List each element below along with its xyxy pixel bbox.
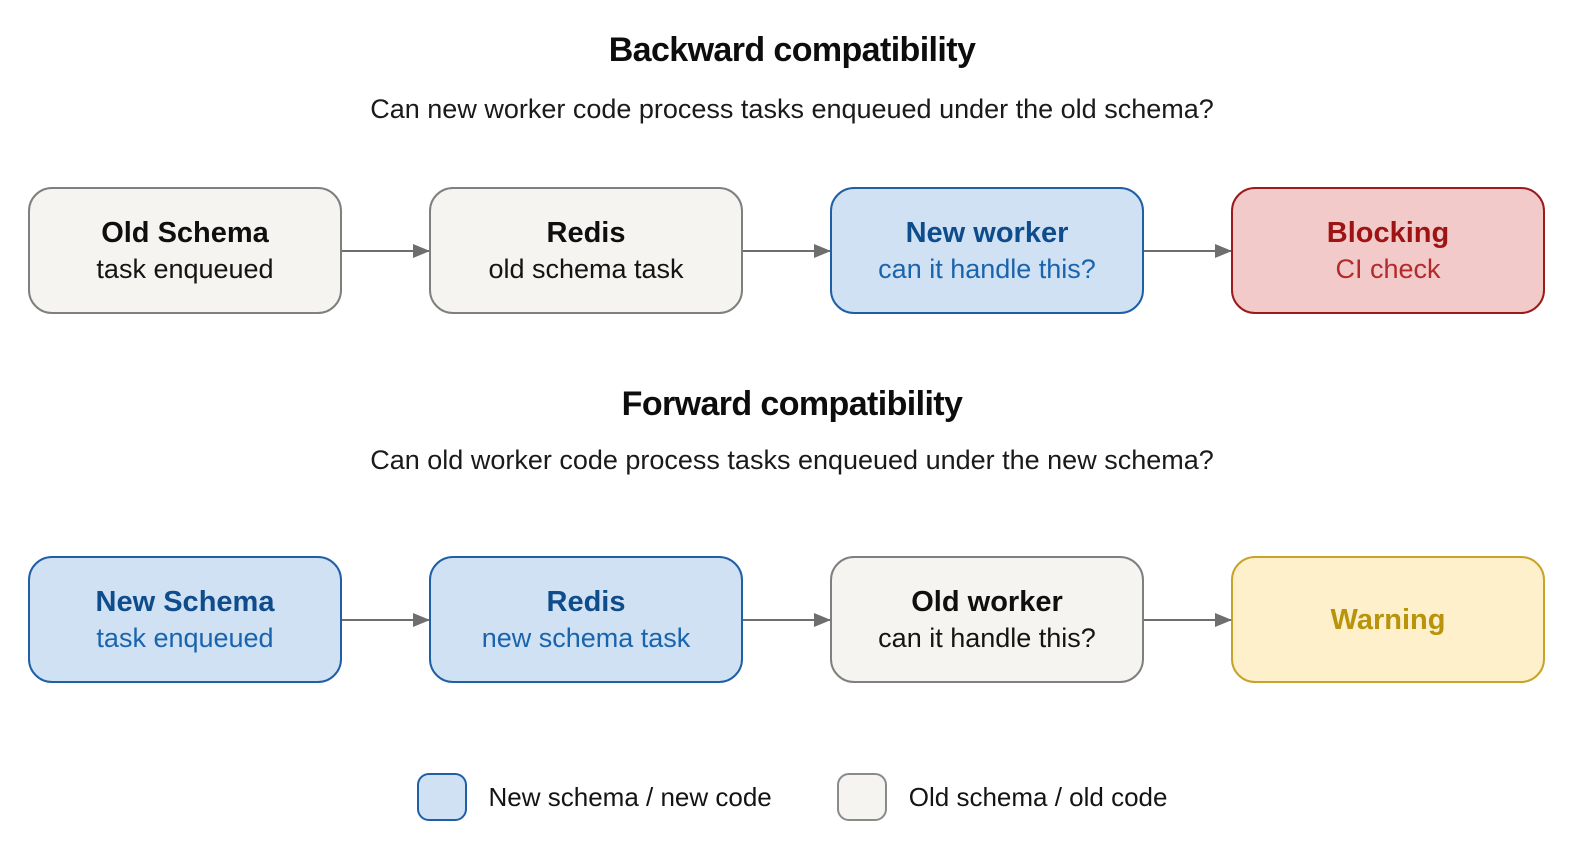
arrow-right-icon (1144, 618, 1231, 621)
node-new-schema: New Schema task enqueued (28, 556, 342, 683)
node-title: New worker (905, 217, 1069, 249)
backward-section-subtitle: Can new worker code process tasks enqueu… (370, 94, 1214, 124)
legend-item-old: Old schema / old code (836, 773, 1168, 821)
node-subtitle: task enqueued (96, 254, 274, 284)
backward-section-title: Backward compatibility (608, 31, 976, 69)
node-old-worker: Old worker can it handle this? (830, 556, 1144, 683)
node-subtitle: CI check (1335, 254, 1441, 284)
node-warning: Warning (1231, 556, 1545, 683)
arrow-right-icon (1144, 249, 1231, 252)
backward-flow-row: Old Schema task enqueued Redis old schem… (0, 187, 1584, 314)
arrow-right-icon (342, 618, 429, 621)
legend-label: New schema / new code (488, 781, 772, 812)
node-subtitle: can it handle this? (878, 254, 1096, 284)
node-title: Old Schema (101, 217, 269, 249)
legend-label: Old schema / old code (908, 781, 1168, 812)
node-title: New Schema (95, 586, 275, 618)
node-redis-new: Redis new schema task (429, 556, 743, 683)
node-blocking: Blocking CI check (1231, 187, 1545, 314)
forward-section-title: Forward compatibility (621, 385, 963, 423)
forward-flow-row: New Schema task enqueued Redis new schem… (0, 556, 1584, 683)
arrow-right-icon (743, 249, 830, 252)
node-subtitle: old schema task (488, 254, 684, 284)
node-title: Warning (1330, 603, 1446, 636)
new-schema-swatch-icon (416, 773, 467, 821)
legend-item-new: New schema / new code (416, 773, 772, 821)
node-subtitle: task enqueued (96, 623, 274, 653)
legend: New schema / new code Old schema / old c… (0, 773, 1584, 821)
node-title: Blocking (1326, 217, 1450, 249)
node-title: Redis (546, 217, 626, 249)
node-subtitle: can it handle this? (878, 623, 1096, 653)
forward-section-subtitle: Can old worker code process tasks enqueu… (370, 445, 1214, 475)
node-redis-old: Redis old schema task (429, 187, 743, 314)
arrow-right-icon (342, 249, 429, 252)
node-title: Redis (546, 586, 626, 618)
arrow-right-icon (743, 618, 830, 621)
node-title: Old worker (911, 586, 1063, 618)
node-old-schema: Old Schema task enqueued (28, 187, 342, 314)
node-subtitle: new schema task (481, 623, 691, 653)
node-new-worker: New worker can it handle this? (830, 187, 1144, 314)
old-schema-swatch-icon (836, 773, 887, 821)
